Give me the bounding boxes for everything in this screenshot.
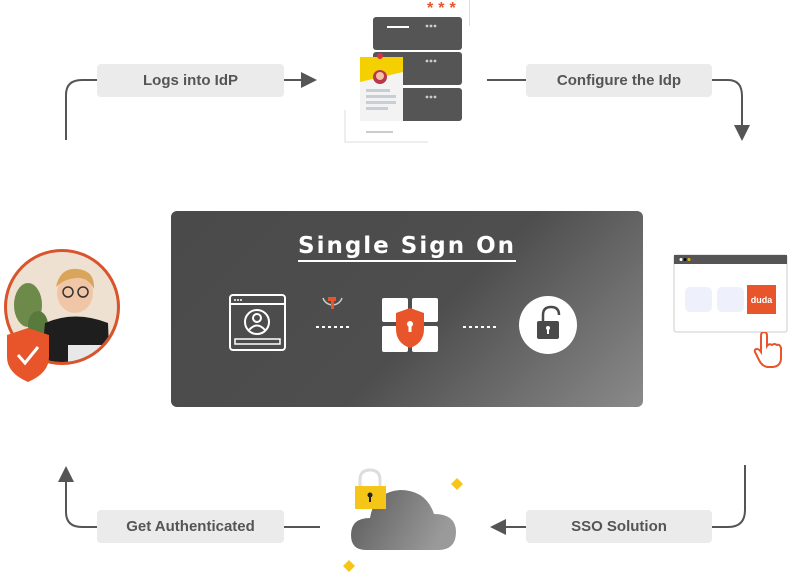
browser-icon [673, 254, 788, 333]
sparkle-icon [343, 560, 355, 572]
sso-panel: Single Sign On [171, 211, 643, 407]
arrow-browser-to-sso [712, 465, 746, 528]
hand-pointer-icon [753, 332, 782, 368]
duda-button[interactable]: duda [750, 294, 773, 305]
arrow-configure-to-browser [712, 79, 750, 141]
user-avatar-illustration [0, 245, 130, 390]
arrow-authenticated-to-avatar [58, 466, 97, 528]
cloud-lock-illustration [330, 460, 480, 577]
server-icon [344, 17, 462, 143]
password-mask: *** [427, 0, 461, 17]
sparkle-icon [451, 478, 463, 490]
shield-lock-icon [382, 298, 438, 352]
cloud-lock-icon [343, 468, 463, 572]
sso-flow-icons [229, 294, 577, 354]
server-idcard-illustration: *** [330, 0, 475, 145]
arrow-left-to-top [65, 79, 97, 140]
user-browser-icon [229, 294, 286, 351]
sso-title: Single Sign On [171, 233, 643, 262]
verified-shield-icon [7, 328, 49, 382]
unlock-icon [519, 296, 577, 354]
step-sso-solution: SSO Solution [526, 510, 712, 543]
user-avatar-icon [4, 249, 120, 382]
step-get-authenticated: Get Authenticated [97, 510, 284, 543]
step-logs-into-idp: Logs into IdP [97, 64, 284, 97]
step-configure-the-idp: Configure the Idp [526, 64, 712, 97]
key-icon [322, 297, 343, 309]
browser-duda-illustration: duda [673, 254, 788, 369]
